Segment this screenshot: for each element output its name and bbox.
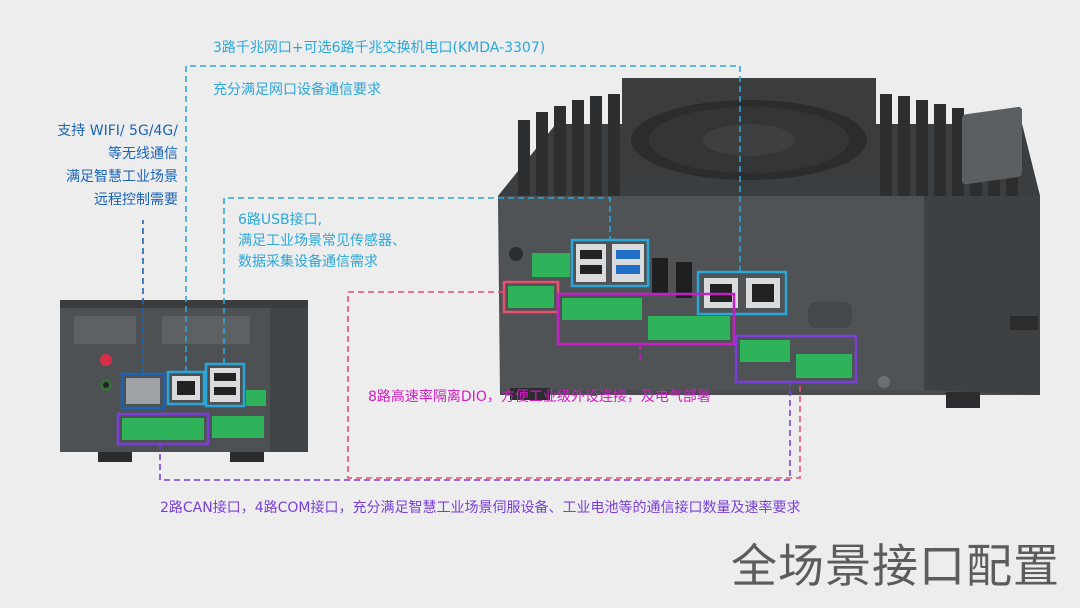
wireless-callout-line: 支持 WIFI/ 5G/4G/ (57, 123, 178, 139)
hdmi2-port (652, 258, 668, 294)
lan-leader-line (185, 65, 741, 372)
dio-callout: 8路高速率隔离DIO，方便工业级外设连接，及电气部署 (368, 389, 711, 405)
wireless-callout-line: 等无线通信 (108, 146, 178, 162)
dio-highlight-box (556, 292, 736, 346)
usb-port-left (576, 244, 606, 282)
com-leader-line (159, 382, 791, 481)
lan-callout-line2: 充分满足网口设备通信要求 (213, 82, 381, 98)
can-com-callout: 2路CAN接口，4路COM接口，充分满足智慧工业场景伺服设备、工业电池等的通信接… (160, 500, 801, 516)
can-leader-line (347, 291, 801, 479)
wireless-callout: 支持 WIFI/ 5G/4G/ 等无线通信 满足智慧工业场景 远程控制需要 (57, 120, 178, 212)
small-usb-highlight-box (204, 362, 246, 408)
wireless-callout-line: 远程控制需要 (94, 192, 178, 208)
main-terminal-blocks (508, 286, 852, 378)
usb-callout-line: 数据采集设备通信需求 (238, 254, 378, 270)
hdmi1-port (676, 262, 692, 298)
usb-leader-line (223, 197, 611, 364)
small-io-highlight-box (116, 412, 210, 446)
usb-callout-line: 6路USB接口, (238, 212, 323, 228)
usb-callout-line: 满足工业场景常见传感器、 (238, 233, 406, 249)
com-highlight-box (734, 334, 858, 384)
usb-port-right (612, 244, 644, 282)
wireless-callout-line: 满足智慧工业场景 (66, 169, 178, 185)
usb-callout: 6路USB接口, 满足工业场景常见传感器、 数据采集设备通信需求 (238, 210, 406, 273)
dc-in-connector (532, 253, 570, 277)
page-title: 全场景接口配置 (731, 539, 1060, 593)
lan-callout-line1: 3路千兆网口+可选6路千兆交换机电口(KMDA-3307) (213, 40, 546, 56)
